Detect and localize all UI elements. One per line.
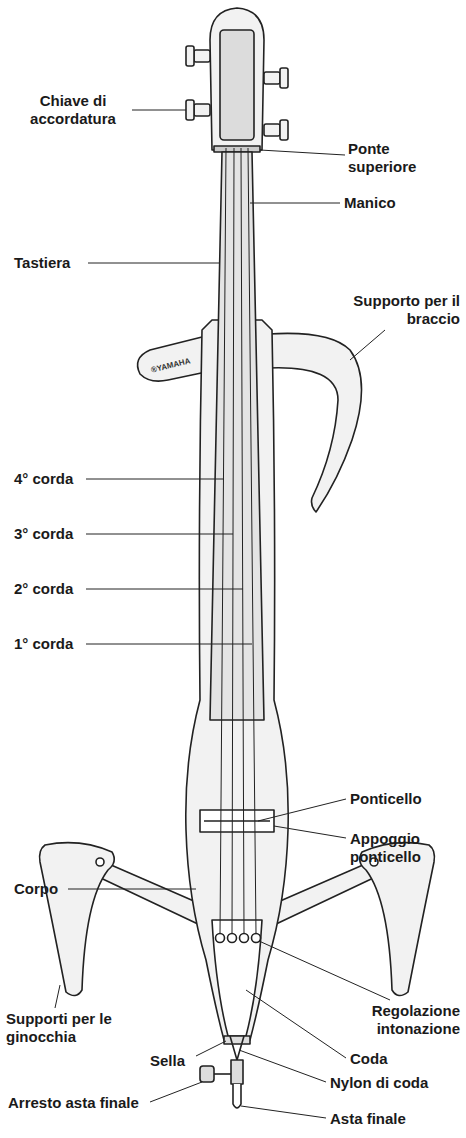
arm-support-right (268, 333, 362, 512)
part-label: Coda (350, 1050, 450, 1068)
part-label: 3° corda (14, 525, 114, 543)
part-label: Appoggio ponticello (350, 830, 460, 866)
part-label: 1° corda (14, 635, 114, 653)
tailpiece (212, 920, 262, 1036)
part-label: Ponticello (350, 790, 460, 808)
pegbox (210, 8, 264, 150)
part-label: Regolazione intonazione (352, 1002, 460, 1038)
part-label: Arresto asta finale (8, 1094, 198, 1112)
part-label: Tastiera (14, 254, 114, 272)
part-label: Manico (344, 194, 454, 212)
knee-pad-right (360, 843, 435, 996)
part-label: 2° corda (14, 580, 114, 598)
part-label: Ponte superiore (348, 140, 460, 176)
leader-lines (55, 110, 390, 1118)
strings (220, 148, 256, 934)
knee-pad-left (40, 843, 115, 996)
part-label: Supporto per il braccio (352, 292, 460, 328)
arm-support-left (138, 336, 206, 381)
bridge-support (200, 810, 274, 832)
part-label: Corpo (14, 880, 114, 898)
fingerboard (210, 152, 264, 720)
part-label: Supporti per le ginocchia (6, 1010, 118, 1046)
part-label: Nylon di coda (330, 1074, 460, 1092)
part-label: 4° corda (14, 470, 114, 488)
part-label: Chiave di accordatura (14, 92, 132, 128)
part-label: Asta finale (330, 1110, 460, 1128)
part-label: Sella (150, 1052, 210, 1070)
